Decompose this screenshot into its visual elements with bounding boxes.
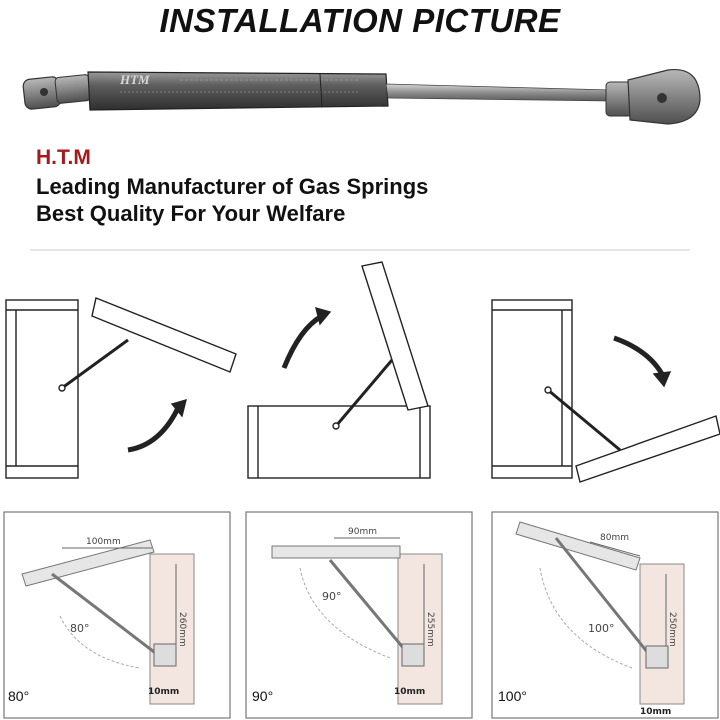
cylinder-body: HTM xyxy=(87,71,389,111)
left-end-fitting xyxy=(22,74,92,110)
panel-80-height-dim: 260mm xyxy=(177,612,187,647)
cylinder-logo: HTM xyxy=(119,72,150,87)
page-title: INSTALLATION PICTURE xyxy=(159,2,561,39)
brand-name: H.T.M xyxy=(36,146,91,169)
panel-100: 80mm 250mm 100° 10mm xyxy=(491,511,719,719)
panel-80: 100mm 260mm 80° 10mm xyxy=(3,511,231,719)
tagline-2: Best Quality For Your Welfare xyxy=(36,201,346,226)
piston-rod xyxy=(385,83,613,102)
panel-80-angle-label: 80° xyxy=(8,688,30,704)
sketch-cabinet-2 xyxy=(247,261,431,479)
panel-100-arc-label: 100° xyxy=(588,622,615,635)
panel-80-width-dim: 100mm xyxy=(86,537,121,547)
panel-90-offset-dim: 10mm xyxy=(394,687,425,697)
sketch-cabinet-3 xyxy=(491,299,720,483)
panel-90-arc-label: 90° xyxy=(322,590,342,603)
right-end-fitting xyxy=(605,68,701,125)
panel-90-width-dim: 90mm xyxy=(348,527,377,537)
panel-80-arc-label: 80° xyxy=(70,622,90,635)
dimension-panels: 100mm 260mm 80° 10mm 90mm 255mm 90° 10mm xyxy=(3,511,719,719)
panel-100-angle-label: 100° xyxy=(498,688,527,704)
panel-100-height-dim: 250mm xyxy=(667,612,677,647)
panel-100-offset-dim: 10mm xyxy=(640,707,671,717)
panel-90-height-dim: 255mm xyxy=(425,612,435,647)
sketch-cabinet-1 xyxy=(5,297,237,479)
panel-90: 90mm 255mm 90° 10mm xyxy=(245,511,473,719)
panel-90-angle-label: 90° xyxy=(252,688,274,704)
tagline-1: Leading Manufacturer of Gas Springs xyxy=(36,174,429,199)
gas-spring-illustration: HTM xyxy=(22,68,701,125)
panel-100-width-dim: 80mm xyxy=(600,533,629,543)
panel-80-offset-dim: 10mm xyxy=(148,687,179,697)
opening-sequence xyxy=(5,249,720,483)
